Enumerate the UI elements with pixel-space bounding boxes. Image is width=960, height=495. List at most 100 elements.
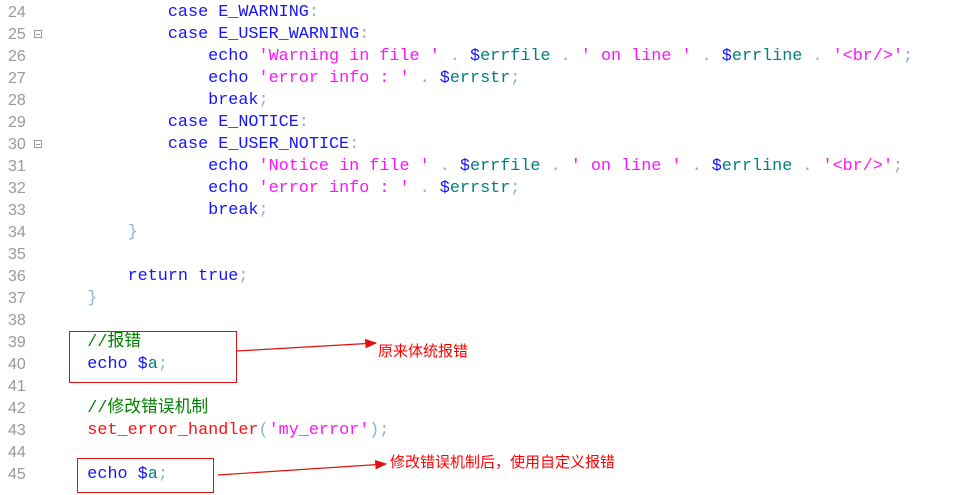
code-line[interactable]: 27 echo 'error info : ' . $errstr; — [0, 68, 960, 90]
code-token: : — [349, 135, 360, 154]
code-token: break — [208, 201, 259, 220]
code-token: $ — [439, 69, 450, 88]
code-token: } — [47, 289, 98, 308]
code-token: ; — [157, 355, 168, 374]
line-number: 42 — [8, 400, 26, 417]
code-text: break; — [47, 90, 269, 112]
code-token: //修改错误机制 — [87, 399, 209, 418]
code-token: $ — [711, 157, 722, 176]
code-token: } — [47, 223, 138, 242]
code-token: $ — [137, 465, 148, 484]
arrow-1 — [236, 338, 378, 352]
annotation-note-custom-error: 修改错误机制后，使用自定义报错 — [390, 453, 616, 471]
annotation-note-original-error: 原来体统报错 — [378, 342, 469, 360]
code-line[interactable]: 31 echo 'Notice in file ' . $errfile . '… — [0, 156, 960, 178]
code-token: errfile — [470, 157, 541, 176]
code-line[interactable]: 33 break; — [0, 200, 960, 222]
code-token: $ — [137, 355, 148, 374]
code-token: echo — [208, 179, 259, 198]
code-token: echo — [208, 69, 259, 88]
line-number: 33 — [8, 202, 26, 219]
code-token: . — [691, 47, 722, 66]
code-token: a — [147, 355, 158, 374]
code-line[interactable]: 45 echo $a; — [0, 464, 960, 486]
code-token: case E_NOTICE — [167, 113, 299, 132]
code-line[interactable]: 40 echo $a; — [0, 354, 960, 376]
code-line[interactable]: 32 echo 'error info : ' . $errstr; — [0, 178, 960, 200]
code-token: $ — [470, 47, 481, 66]
code-token: errstr — [449, 179, 511, 198]
line-number: 28 — [8, 92, 26, 109]
code-text: } — [47, 222, 138, 244]
code-token: $ — [439, 179, 450, 198]
code-line[interactable]: 28 break; — [0, 90, 960, 112]
code-line[interactable]: 36 return true; — [0, 266, 960, 288]
code-token: ' on line ' — [570, 157, 682, 176]
code-text: break; — [47, 200, 268, 222]
code-token: ; — [903, 47, 914, 66]
line-number: 30 — [8, 136, 26, 153]
code-text: echo 'Warning in file ' . $errfile . ' o… — [47, 46, 913, 68]
code-line[interactable]: 44 — [0, 442, 960, 464]
line-number: 25 — [8, 26, 26, 43]
code-line[interactable]: 30 case E_USER_NOTICE: — [0, 134, 960, 156]
code-line[interactable]: 39 //报错 — [0, 332, 960, 354]
code-token: errline — [721, 157, 793, 176]
code-line[interactable]: 26 echo 'Warning in file ' . $errfile . … — [0, 46, 960, 68]
code-token: case E_USER_WARNING — [167, 25, 360, 44]
code-token: echo — [87, 355, 138, 374]
code-token: . — [540, 157, 571, 176]
code-line[interactable]: 29 case E_NOTICE: — [0, 112, 960, 134]
code-token: 'Notice in file ' — [258, 157, 430, 176]
line-number: 39 — [8, 334, 26, 351]
line-number: 27 — [8, 70, 26, 87]
line-number: 38 — [8, 312, 26, 329]
code-token: 'error info : ' — [258, 179, 410, 198]
code-token: set_error_handler — [87, 421, 259, 440]
line-number: 29 — [8, 114, 26, 131]
code-text: } — [47, 288, 97, 310]
code-line[interactable]: 41 — [0, 376, 960, 398]
line-number: 45 — [8, 466, 26, 483]
code-token: errline — [731, 47, 803, 66]
code-token: return true — [127, 267, 239, 286]
code-token: 'error info : ' — [258, 69, 410, 88]
fold-collapse-icon[interactable] — [34, 140, 42, 148]
code-line[interactable]: 42 //修改错误机制 — [0, 398, 960, 420]
code-token: '<br/>' — [832, 47, 904, 66]
line-number: 36 — [8, 268, 26, 285]
line-number: 37 — [8, 290, 26, 307]
code-text: case E_USER_WARNING: — [47, 24, 369, 46]
code-text: //报错 — [47, 332, 141, 354]
code-token: errstr — [449, 69, 511, 88]
code-line[interactable]: 38 — [0, 310, 960, 332]
code-line[interactable]: 24 case E_WARNING: — [0, 2, 960, 24]
code-token: echo — [87, 465, 138, 484]
code-token: . — [429, 157, 460, 176]
line-number: 34 — [8, 224, 26, 241]
code-token: echo — [208, 47, 259, 66]
fold-collapse-icon[interactable] — [34, 30, 42, 38]
code-token: ; — [157, 465, 168, 484]
code-line[interactable]: 34 } — [0, 222, 960, 244]
code-token: ; — [238, 267, 249, 286]
annotation-box-original-error — [69, 331, 237, 383]
code-token: ; — [258, 91, 269, 110]
code-text: return true; — [47, 266, 249, 288]
code-line[interactable]: 35 — [0, 244, 960, 266]
code-line[interactable]: 25 case E_USER_WARNING: — [0, 24, 960, 46]
line-number: 40 — [8, 356, 26, 373]
code-line[interactable]: 43 set_error_handler('my_error'); — [0, 420, 960, 442]
code-text: set_error_handler('my_error'); — [47, 420, 389, 442]
line-number: 35 — [8, 246, 26, 263]
code-token: ; — [893, 157, 904, 176]
code-token: '<br/>' — [822, 157, 894, 176]
code-token: echo — [208, 157, 259, 176]
code-token: case E_WARNING — [167, 3, 309, 22]
code-line[interactable]: 37 } — [0, 288, 960, 310]
code-text: case E_NOTICE: — [47, 112, 309, 134]
code-text: echo 'error info : ' . $errstr; — [47, 68, 520, 90]
code-token: ( — [258, 421, 269, 440]
code-token: 'my_error' — [268, 421, 370, 440]
line-number: 44 — [8, 444, 26, 461]
